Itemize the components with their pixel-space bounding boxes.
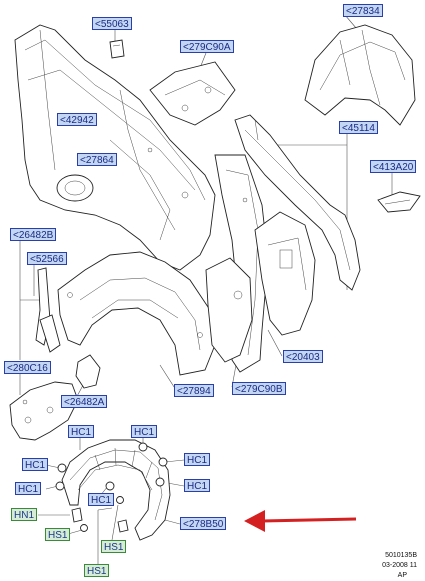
label-hc1-low-left: HC1 bbox=[15, 482, 42, 495]
label-55063: <55063 bbox=[92, 17, 132, 30]
label-hc1-center: HC1 bbox=[88, 493, 115, 506]
drawing-ref: 5010135B bbox=[385, 552, 417, 559]
label-hs1-center: HS1 bbox=[101, 540, 127, 553]
label-279C90A: <279C90A bbox=[180, 40, 234, 53]
label-hc1-top-left: HC1 bbox=[68, 425, 95, 438]
label-27864: <27864 bbox=[77, 153, 117, 166]
clip-413A20 bbox=[377, 191, 421, 213]
panel-20403 bbox=[254, 211, 316, 336]
drawing-code: AP bbox=[397, 572, 407, 579]
label-279C90B: <279C90B bbox=[232, 382, 286, 395]
label-hc1-low-right: HC1 bbox=[184, 479, 211, 492]
wheelhouse-27834 bbox=[304, 24, 416, 126]
fasteners bbox=[55, 442, 168, 533]
red-arrow-icon bbox=[244, 510, 357, 532]
label-278B50: <278B50 bbox=[180, 517, 227, 530]
drawing-date: 03-2008 11 bbox=[382, 562, 417, 569]
bracket-26482A bbox=[75, 354, 101, 389]
wheel-arch-liner-278B50 bbox=[61, 439, 171, 541]
bracket-279C90B-small bbox=[205, 257, 253, 363]
label-hn1: HN1 bbox=[11, 508, 38, 521]
bracket-279C90A bbox=[149, 61, 236, 126]
label-hs1-left: HS1 bbox=[45, 528, 71, 541]
quarter-inner-panel bbox=[14, 24, 216, 271]
label-hc1-top-right: HC1 bbox=[131, 425, 158, 438]
label-26482A: <26482A bbox=[61, 395, 108, 408]
label-45114: <45114 bbox=[339, 121, 378, 134]
wheelhouse-inner-27894 bbox=[57, 251, 216, 376]
label-52566: <52566 bbox=[27, 252, 67, 265]
label-hs1-bottom: HS1 bbox=[84, 564, 110, 577]
label-20403: <20403 bbox=[283, 350, 323, 363]
label-hc1-mid-right: HC1 bbox=[184, 453, 211, 466]
bracket-26482B bbox=[39, 314, 61, 353]
label-27894: <27894 bbox=[174, 384, 214, 397]
label-26482B: <26482B bbox=[10, 228, 57, 241]
label-27834: <27834 bbox=[343, 4, 383, 17]
label-hc1-mid-left: HC1 bbox=[22, 458, 49, 471]
label-42942: <42942 bbox=[57, 113, 97, 126]
bracket-55063 bbox=[109, 39, 125, 59]
label-280C16: <280C16 bbox=[4, 361, 51, 374]
rail-45114 bbox=[234, 114, 361, 291]
label-413A20: <413A20 bbox=[370, 160, 417, 173]
